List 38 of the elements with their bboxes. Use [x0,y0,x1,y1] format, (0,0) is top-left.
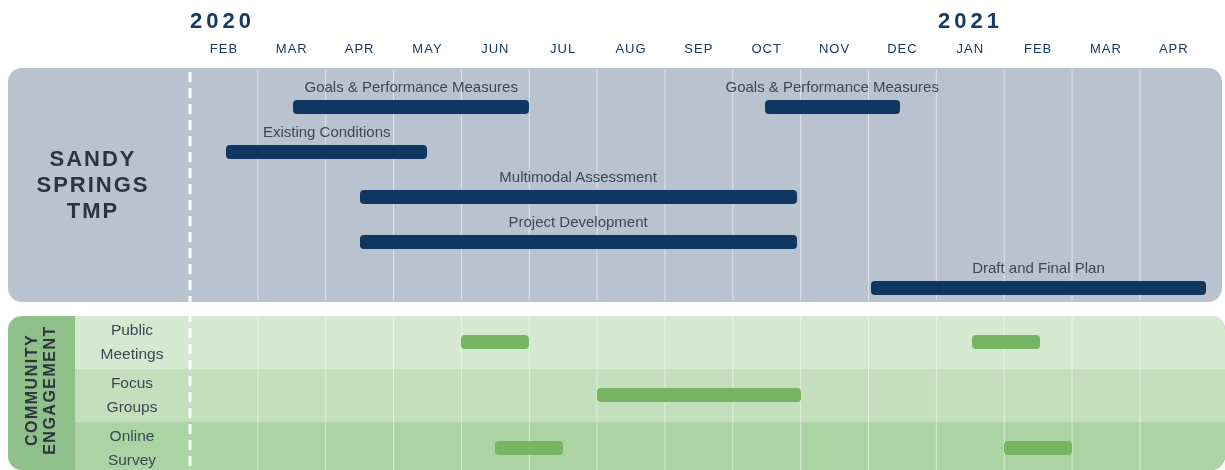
swimlane-panel [8,316,1225,470]
month-label: MAR [274,41,309,56]
month-label: APR [1157,41,1190,56]
gantt-bar [1004,441,1073,455]
gantt-bar [495,441,564,455]
month-label: FEB [1022,41,1054,56]
lane-title: COMMUNITY ENGAGEMENT [23,324,59,457]
month-label: MAY [411,41,444,56]
month-label: OCT [750,41,783,56]
month-label: AUG [614,41,648,56]
gantt-bar [597,388,801,402]
gantt-bar [461,335,530,349]
row-label: Online Survey [106,426,158,470]
task-label: Draft and Final Plan [971,259,1106,276]
lane-title: SANDY SPRINGS TMP [35,146,151,224]
month-label: FEB [208,41,240,56]
task-label: Project Development [507,213,649,230]
lane-row [75,369,1225,422]
gantt-bar [972,335,1041,349]
lane-row [75,422,1225,470]
month-label: NOV [817,41,852,56]
month-label: MAR [1089,41,1123,56]
month-label: SEP [683,41,715,56]
year-label: 2020 [190,8,255,34]
task-label: Multimodal Assessment [498,168,658,185]
month-label: JUL [549,41,578,56]
task-label: Goals & Performance Measures [724,78,940,95]
month-label: DEC [886,41,919,56]
row-label: Focus Groups [105,373,159,417]
task-label: Goals & Performance Measures [303,78,519,95]
swimlane-panel [8,68,1222,302]
month-label: APR [343,41,376,56]
year-label: 2021 [938,8,1003,34]
row-label: Public Meetings [99,320,165,364]
task-label: Existing Conditions [261,123,392,140]
lane-row [75,316,1225,369]
month-label: JUN [480,41,511,56]
month-label: JAN [955,41,986,56]
